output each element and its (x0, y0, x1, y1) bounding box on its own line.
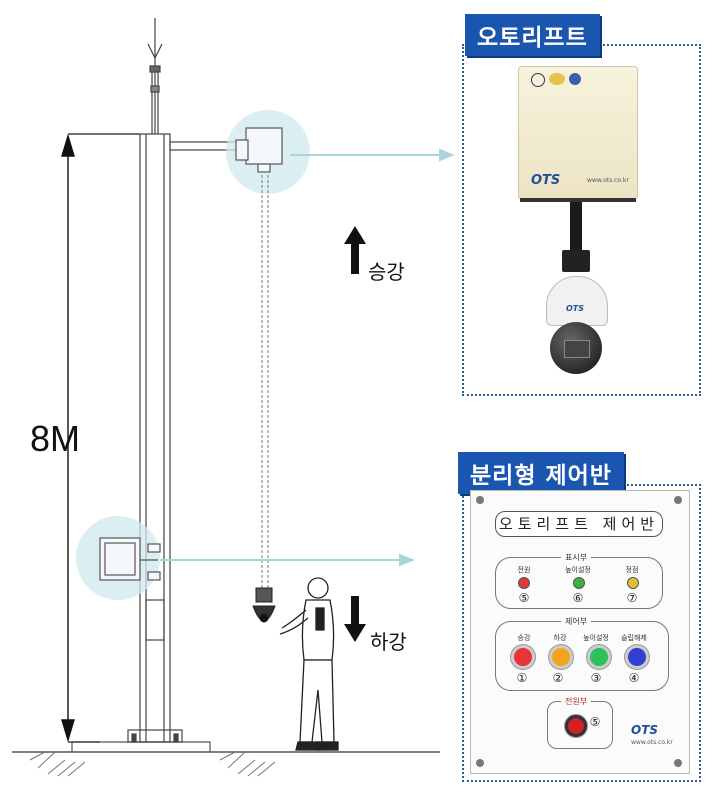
lamp-number: ⑤ (518, 591, 530, 605)
camera-upper (546, 276, 608, 326)
lift-cable (261, 175, 269, 588)
lift-cable-photo (570, 202, 582, 252)
lamp-number: ⑥ (572, 591, 584, 605)
down-arrow-icon (344, 596, 366, 642)
controller-box-drawing (99, 537, 161, 581)
control-panel-title: 분리형 제어반 (458, 452, 624, 494)
dome-camera: OTS (546, 276, 608, 378)
certification-marks (531, 73, 581, 87)
button-number: ③ (590, 671, 602, 685)
lowered-camera (252, 587, 276, 623)
up-label: 승강 (368, 260, 405, 284)
cable-connector (562, 250, 590, 272)
screw-icon (674, 759, 682, 767)
button-number: ④ (628, 671, 640, 685)
height-measure (61, 133, 140, 743)
kc-mark-icon (531, 73, 545, 87)
up-button[interactable] (511, 645, 535, 669)
control-panel: 오토리프트 제어반 표시부 전원 ⑤ 높이설정 ⑥ 정점 ⑦ 제어부 승강 ① … (470, 490, 690, 774)
lamp-label: 정점 (625, 566, 639, 574)
top-position-lamp (627, 577, 639, 589)
pole (127, 133, 243, 743)
quality-mark-icon (569, 73, 581, 85)
person-figure (279, 577, 339, 751)
height-setting-button[interactable] (587, 645, 611, 669)
control-section-label: 제어부 (561, 616, 592, 627)
button-label: 승강 (517, 634, 531, 642)
display-section-label: 표시부 (561, 552, 592, 563)
height-label: 8M (30, 418, 81, 459)
lightning-rod (147, 18, 163, 134)
button-label: 슬립해제 (621, 634, 647, 642)
camera-lens-window (564, 340, 590, 358)
panel-brand: OTS (631, 723, 659, 737)
ce-mark-icon (549, 73, 565, 85)
button-number: ② (552, 671, 564, 685)
button-label: 높이설정 (583, 634, 609, 642)
ground (12, 741, 440, 777)
lamp-number: ⑦ (626, 591, 638, 605)
down-label: 하강 (370, 630, 407, 654)
height-setting-lamp (573, 577, 585, 589)
lift-website: www.ots.co.kr (587, 177, 629, 184)
power-number: ⑤ (589, 715, 601, 729)
slip-release-button[interactable] (625, 645, 649, 669)
lift-bottom-plate (520, 198, 636, 202)
button-label: 하강 (553, 634, 567, 642)
power-lamp (518, 577, 530, 589)
lift-brand: OTS (531, 173, 561, 188)
lift-device-drawing (235, 127, 283, 173)
lamp-label: 전원 (517, 566, 531, 574)
lift-housing: OTS www.ots.co.kr (518, 66, 638, 200)
panel-title: 오토리프트 제어반 (495, 511, 663, 537)
screw-icon (476, 759, 484, 767)
lamp-label: 높이설정 (565, 566, 591, 574)
screw-icon (476, 496, 484, 504)
power-button[interactable] (565, 715, 587, 737)
camera-brand: OTS (566, 304, 585, 313)
down-button[interactable] (549, 645, 573, 669)
button-number: ① (516, 671, 528, 685)
panel-website: www.ots.co.kr (631, 739, 673, 746)
screw-icon (674, 496, 682, 504)
connector-arrows (160, 148, 455, 567)
pole-diagram (12, 18, 455, 777)
lift-device-title: 오토리프트 (465, 14, 600, 56)
power-section-label: 전원부 (561, 696, 592, 707)
up-arrow-icon (344, 226, 366, 274)
